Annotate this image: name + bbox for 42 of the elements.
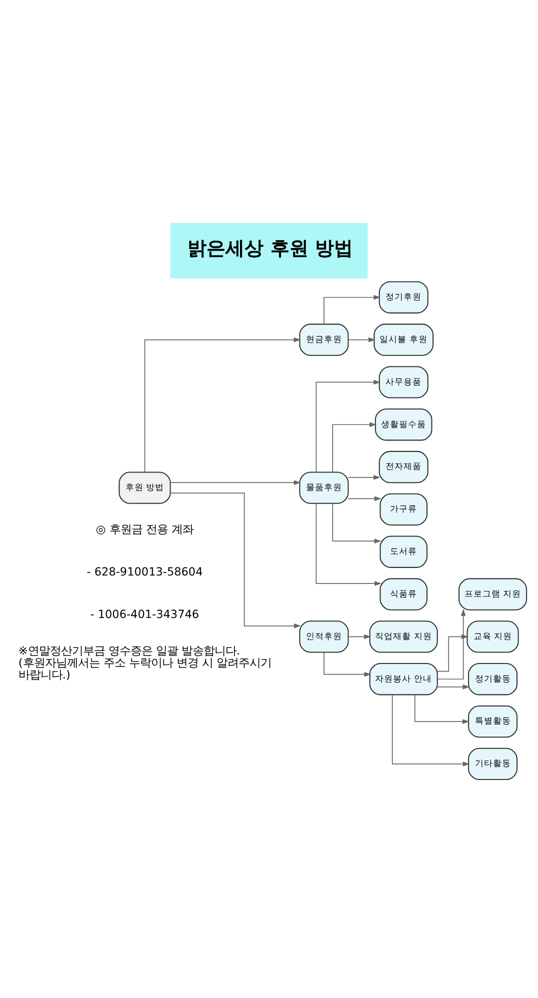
node-box: 가구류: [380, 492, 428, 526]
node-box: 정기활동: [468, 662, 518, 695]
node-box: 기타활동: [468, 747, 518, 780]
node-box: 사무용품: [378, 366, 428, 398]
node-box: 생활필수품: [374, 408, 432, 440]
label: ※연말정산기부금 영수증은 일괄 발송합니다. (후원자님께서는 주소 누락이나 변경 시 알려주시기 바랍니다.): [18, 644, 272, 682]
node-box: 직업재활 지원: [369, 620, 438, 652]
arrow: [170, 492, 301, 628]
arrow: [324, 294, 381, 324]
node-box: 전자제품: [378, 450, 428, 483]
node-box: 현금후원: [299, 323, 349, 356]
node-box: 정기후원: [378, 280, 428, 313]
arrow: [316, 379, 381, 472]
arrow: [324, 652, 372, 676]
arrow: [392, 694, 470, 766]
arrow: [332, 502, 382, 543]
node-box: 후원 방법: [118, 471, 171, 504]
arrow: [348, 474, 380, 480]
arrow: [437, 684, 470, 689]
label: - 628-910013-58604: [86, 565, 203, 578]
arrow: [170, 480, 301, 485]
diagram-title: 밝은세상 후원 방법: [188, 237, 353, 260]
arrow: [144, 336, 301, 472]
arrow: [437, 634, 468, 672]
node-box: 자원봉사 안내: [369, 662, 438, 695]
node-box: 프로그램 지원: [458, 578, 528, 610]
node-box: 식품류: [380, 578, 428, 610]
node-box: 도서류: [380, 535, 428, 568]
node-box: 특별활동: [468, 704, 518, 738]
arrow: [414, 694, 470, 724]
arrow: [348, 634, 372, 639]
arrow: [316, 502, 382, 586]
label: - 1006-401-343746: [90, 608, 200, 621]
arrow: [332, 422, 376, 472]
node-box: 물품후원: [299, 471, 349, 504]
arrow: [348, 496, 382, 501]
label: ◎ 후원금 전용 계좌: [96, 522, 194, 536]
arrow: [437, 608, 466, 680]
arrow: [348, 336, 376, 342]
node-box: 교육 지원: [466, 620, 519, 652]
node-box: 일시불 후원: [374, 323, 434, 356]
node-box: 인적후원: [299, 620, 349, 652]
